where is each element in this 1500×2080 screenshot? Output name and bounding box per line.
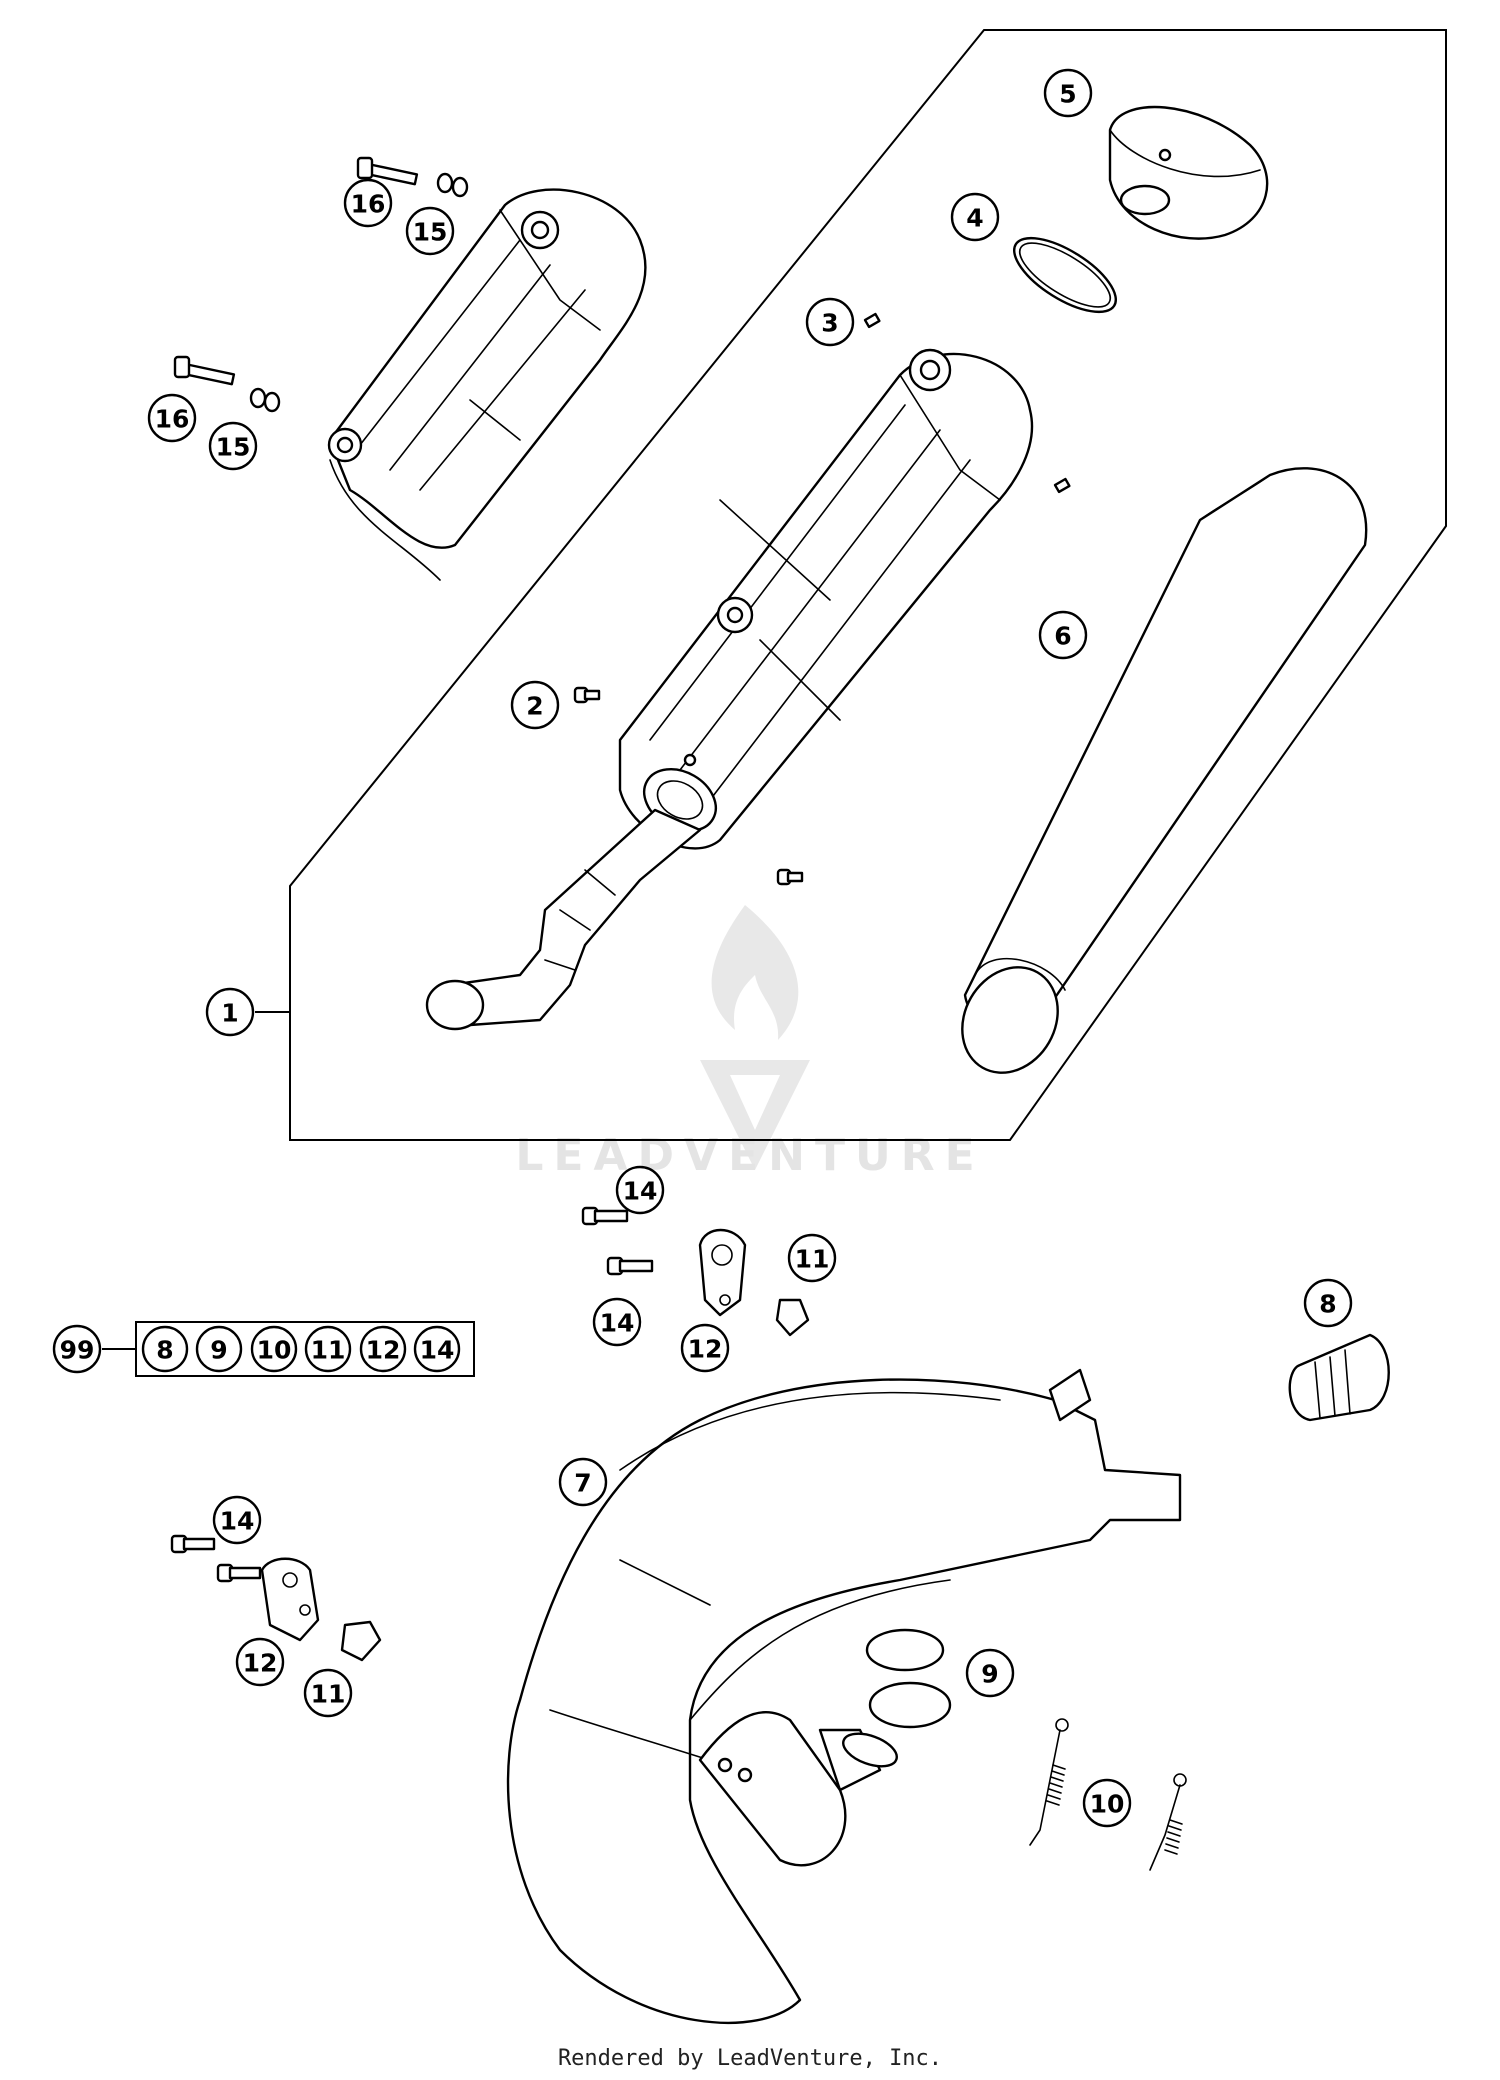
callout-1[interactable]: 1 bbox=[205, 987, 255, 1037]
svg-text:3: 3 bbox=[821, 309, 838, 338]
svg-text:15: 15 bbox=[216, 433, 251, 462]
svg-text:16: 16 bbox=[351, 190, 386, 219]
kit-item-14[interactable]: 14 bbox=[413, 1325, 461, 1373]
callout-7[interactable]: 7 bbox=[558, 1457, 608, 1507]
kit-99-group: 99 8 9 10 11 12 14 bbox=[52, 1321, 475, 1377]
callout-2[interactable]: 2 bbox=[510, 680, 560, 730]
svg-text:2: 2 bbox=[526, 692, 543, 721]
mounting-bracket-lower bbox=[260, 1557, 320, 1642]
svg-text:15: 15 bbox=[413, 218, 448, 247]
svg-text:4: 4 bbox=[966, 204, 983, 233]
callout-8[interactable]: 8 bbox=[1303, 1278, 1353, 1328]
kit-item-10[interactable]: 10 bbox=[250, 1325, 298, 1373]
rubber-sleeve bbox=[1288, 1333, 1390, 1422]
washer-15-upper bbox=[436, 172, 469, 198]
callout-11-upper[interactable]: 11 bbox=[787, 1233, 837, 1283]
callout-99[interactable]: 99 bbox=[52, 1324, 102, 1374]
callout-12-lower[interactable]: 12 bbox=[235, 1637, 285, 1687]
svg-text:9: 9 bbox=[981, 1660, 998, 1689]
end-cap bbox=[1108, 105, 1269, 240]
silencer-assembly-boundary bbox=[289, 29, 1447, 1141]
callout-9[interactable]: 9 bbox=[965, 1648, 1015, 1698]
callout-6[interactable]: 6 bbox=[1038, 610, 1088, 660]
render-credit: Rendered by LeadVenture, Inc. bbox=[557, 2046, 943, 2071]
svg-text:11: 11 bbox=[795, 1245, 830, 1274]
svg-text:8: 8 bbox=[156, 1336, 173, 1365]
silencer-housing-detail bbox=[327, 188, 647, 581]
callout-16-upper[interactable]: 16 bbox=[343, 178, 393, 228]
svg-text:11: 11 bbox=[311, 1336, 346, 1365]
svg-text:1: 1 bbox=[221, 999, 238, 1028]
callout-14-middle[interactable]: 14 bbox=[592, 1297, 642, 1347]
kit-item-12[interactable]: 12 bbox=[359, 1325, 407, 1373]
callout-14-top[interactable]: 14 bbox=[615, 1165, 665, 1215]
washer-15-lower bbox=[249, 387, 281, 413]
callout-12-upper[interactable]: 12 bbox=[680, 1323, 730, 1373]
kit-item-9[interactable]: 9 bbox=[195, 1325, 243, 1373]
svg-text:16: 16 bbox=[155, 405, 190, 434]
speed-nut-clip-upper bbox=[775, 1298, 810, 1337]
speed-nut-clip-lower bbox=[340, 1620, 382, 1662]
callout-15-upper[interactable]: 15 bbox=[405, 206, 455, 256]
svg-text:12: 12 bbox=[688, 1335, 723, 1364]
svg-text:14: 14 bbox=[600, 1309, 635, 1338]
svg-text:14: 14 bbox=[623, 1177, 658, 1206]
callout-16-lower[interactable]: 16 bbox=[147, 393, 197, 443]
svg-text:8: 8 bbox=[1319, 1290, 1336, 1319]
callout-4[interactable]: 4 bbox=[950, 192, 1000, 242]
exhaust-header-pipe bbox=[506, 1368, 1182, 2025]
svg-text:10: 10 bbox=[1090, 1790, 1125, 1819]
bolt-16-lower bbox=[173, 355, 236, 386]
bolt-16-upper bbox=[356, 156, 419, 186]
exhaust-spring bbox=[1029, 1718, 1187, 1871]
svg-text:12: 12 bbox=[366, 1336, 401, 1365]
svg-text:10: 10 bbox=[257, 1336, 292, 1365]
end-cap-gasket bbox=[1012, 236, 1118, 314]
silencer-sleeve bbox=[961, 467, 1368, 1074]
svg-text:14: 14 bbox=[220, 1507, 255, 1536]
rivet bbox=[573, 686, 804, 886]
mounting-bracket-upper bbox=[698, 1228, 747, 1317]
callout-14-left[interactable]: 14 bbox=[212, 1495, 262, 1545]
leadventure-watermark-logo: LEADVENTURE bbox=[515, 905, 984, 1181]
kit-item-8[interactable]: 8 bbox=[141, 1325, 189, 1373]
svg-text:5: 5 bbox=[1059, 80, 1076, 109]
bolt-14-upper bbox=[581, 1206, 654, 1276]
svg-text:11: 11 bbox=[311, 1680, 346, 1709]
kit-item-11[interactable]: 11 bbox=[304, 1325, 352, 1373]
callout-15-lower[interactable]: 15 bbox=[208, 421, 258, 471]
rivet-screw bbox=[863, 312, 1071, 494]
svg-text:6: 6 bbox=[1054, 622, 1071, 651]
svg-text:14: 14 bbox=[420, 1336, 455, 1365]
svg-text:12: 12 bbox=[243, 1649, 278, 1678]
svg-text:7: 7 bbox=[574, 1469, 591, 1498]
callout-11-lower[interactable]: 11 bbox=[303, 1668, 353, 1718]
watermark-text: LEADVENTURE bbox=[515, 1130, 984, 1181]
pipe-gasket bbox=[865, 1628, 945, 1672]
svg-text:9: 9 bbox=[210, 1336, 227, 1365]
silencer-body bbox=[425, 348, 1033, 1031]
callout-3[interactable]: 3 bbox=[805, 297, 855, 347]
bolt-14-lower bbox=[170, 1534, 262, 1583]
svg-text:99: 99 bbox=[60, 1336, 95, 1365]
callout-10[interactable]: 10 bbox=[1082, 1778, 1132, 1828]
callout-5[interactable]: 5 bbox=[1043, 68, 1093, 118]
